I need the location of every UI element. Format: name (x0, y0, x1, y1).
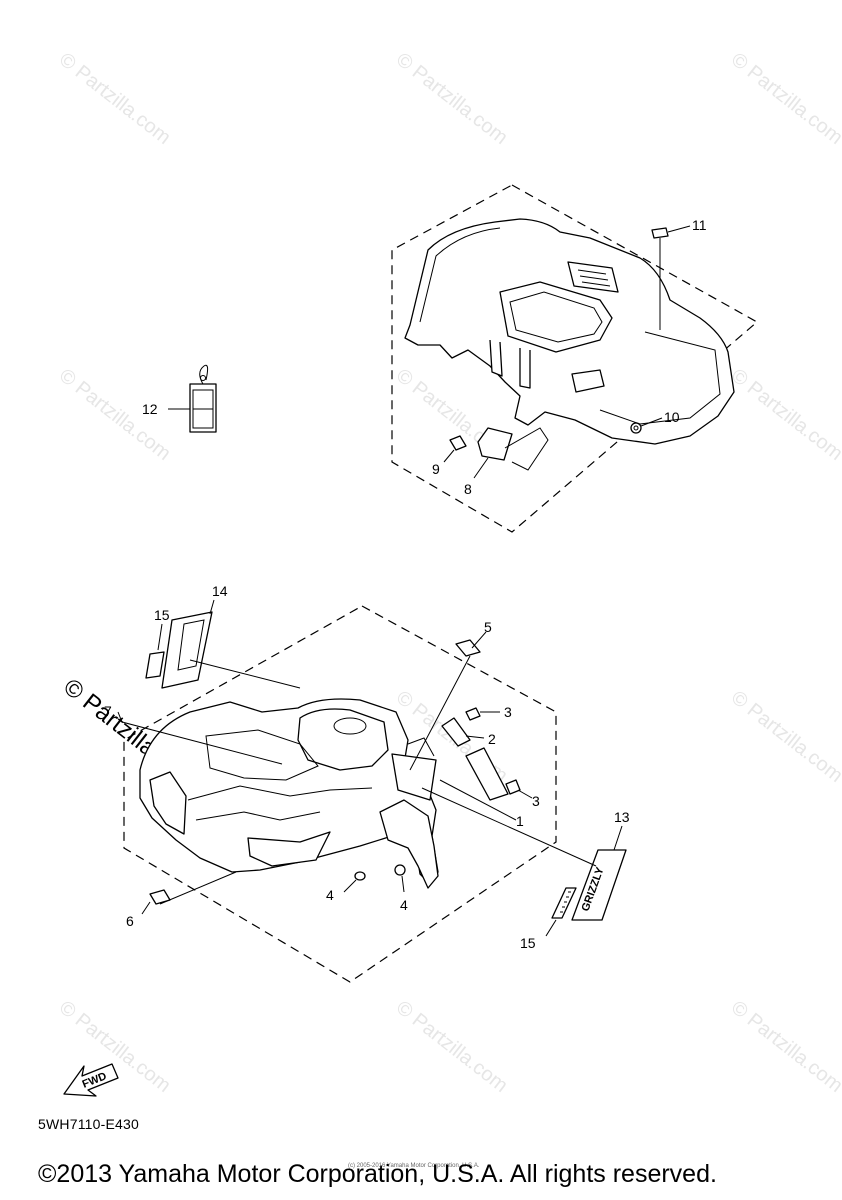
callout-5: 5 (484, 619, 492, 635)
leader-13 (421, 787, 623, 867)
leader-11 (659, 225, 691, 330)
watermark: © Partzilla.com (727, 49, 842, 149)
front-side-panel (391, 753, 437, 801)
leader-4-right (401, 875, 405, 893)
plate-part-8 (477, 427, 513, 461)
callout-10: 10 (664, 409, 680, 425)
leader-10 (640, 417, 663, 427)
front-fender-hood-lines (187, 785, 373, 821)
callout-11: 11 (692, 217, 707, 233)
watermark: © Partzilla.com (727, 365, 842, 465)
watermark: © Partzilla.com (392, 997, 512, 1097)
front-group-boundary (123, 605, 557, 983)
label-part-11 (651, 227, 669, 239)
leader-5 (409, 631, 487, 771)
watermark: © Partzilla.com (727, 687, 842, 787)
rear-group-boundary (391, 184, 759, 533)
rivet-part-9 (449, 435, 467, 451)
nut-part-4-left (354, 871, 366, 881)
leader-15-right (545, 919, 557, 937)
right-decals-group: GRIZZLY 13 15 (421, 787, 630, 951)
watermark: © Partzilla.com (392, 49, 512, 149)
rear-fender-frame-legs (489, 339, 531, 389)
leader-9 (443, 449, 455, 463)
front-tank-cover (297, 708, 389, 771)
callout-3-lower: 3 (532, 793, 540, 809)
callout-2: 2 (488, 731, 496, 747)
tag-part-12-hole (200, 375, 206, 381)
left-decals-group: 14 15 (145, 583, 301, 689)
decal-part-14-inner (177, 619, 205, 671)
callout-4-right: 4 (400, 897, 408, 913)
grommet-part-10 (630, 422, 642, 434)
leader-3-lower (517, 789, 533, 799)
callout-1: 1 (516, 813, 524, 829)
rear-vent-lines (577, 269, 611, 287)
rivet-part-3-upper (465, 707, 481, 721)
leader-6 (141, 871, 237, 915)
fwd-arrow-icon: FWD (63, 1063, 119, 1097)
callout-7: 7 (104, 703, 112, 719)
tag-part-12-string (199, 364, 209, 385)
callout-13: 13 (614, 809, 630, 825)
grommet-part-10-inner (633, 425, 639, 431)
headlight-recess-left (149, 771, 187, 835)
rear-storage-tub (499, 281, 613, 353)
leader-8 (473, 427, 549, 479)
leader-15-left (157, 623, 163, 651)
rear-reflector-panel (571, 369, 605, 393)
tag-part-12 (189, 383, 217, 433)
watermark: © Partzilla.com (55, 49, 175, 149)
decal-part-15-right-hatch (560, 891, 571, 913)
front-fender-handlebar-cut (205, 729, 319, 781)
panel-part-1 (465, 747, 509, 801)
headlight-recess-right (247, 831, 331, 867)
tag-part-12-group: 12 (142, 364, 217, 433)
decal-part-14 (161, 611, 213, 689)
callout-14: 14 (212, 583, 228, 599)
copyright-notice: ©2013 Yamaha Motor Corporation, U.S.A. A… (38, 1160, 717, 1188)
callout-15-left: 15 (154, 607, 170, 623)
part-number: 5WH7110-E430 (38, 1116, 139, 1132)
footer-small-copyright: (c) 2005-2016 Yamaha Motor Corporation, … (348, 1163, 480, 1169)
leader-7 (117, 711, 283, 765)
plate-part-2 (441, 717, 471, 747)
callout-6: 6 (126, 913, 134, 929)
label-part-5 (455, 639, 481, 657)
decal-part-15-right (551, 887, 577, 919)
callout-3-upper: 3 (504, 704, 512, 720)
fuel-cap-ring (333, 717, 367, 735)
leader-4-left (343, 879, 357, 893)
front-bracket (407, 737, 435, 757)
rear-fender-left-edge (419, 227, 501, 323)
callout-15-right: 15 (520, 935, 536, 951)
watermark: © Partzilla.com (727, 997, 842, 1097)
callout-4-left: 4 (326, 887, 334, 903)
watermarks: © Partzilla.com © Partzilla.com © Partzi… (55, 49, 842, 1097)
callout-12: 12 (142, 401, 158, 417)
rear-storage-tub-inner (509, 291, 603, 343)
front-inner-fender (379, 799, 439, 889)
nut-part-4-right (394, 864, 406, 876)
leader-2 (465, 735, 485, 739)
tag-part-12-inner (192, 389, 214, 429)
callout-8: 8 (464, 481, 472, 497)
decal-part-15-left (145, 651, 165, 679)
rivet-part-3-lower (505, 779, 521, 795)
leader-1 (439, 779, 517, 821)
callout-9: 9 (432, 461, 440, 477)
rear-fender-right-edge (599, 331, 721, 425)
rear-vent-panel (567, 261, 619, 293)
rear-fender-group: 11 10 8 9 (391, 184, 759, 533)
leader-14 (189, 599, 301, 689)
label-part-6 (149, 889, 171, 905)
front-fender-group: 2 3 3 1 5 4 4 7 6 (104, 605, 557, 983)
emblem-part-13 (571, 849, 627, 921)
